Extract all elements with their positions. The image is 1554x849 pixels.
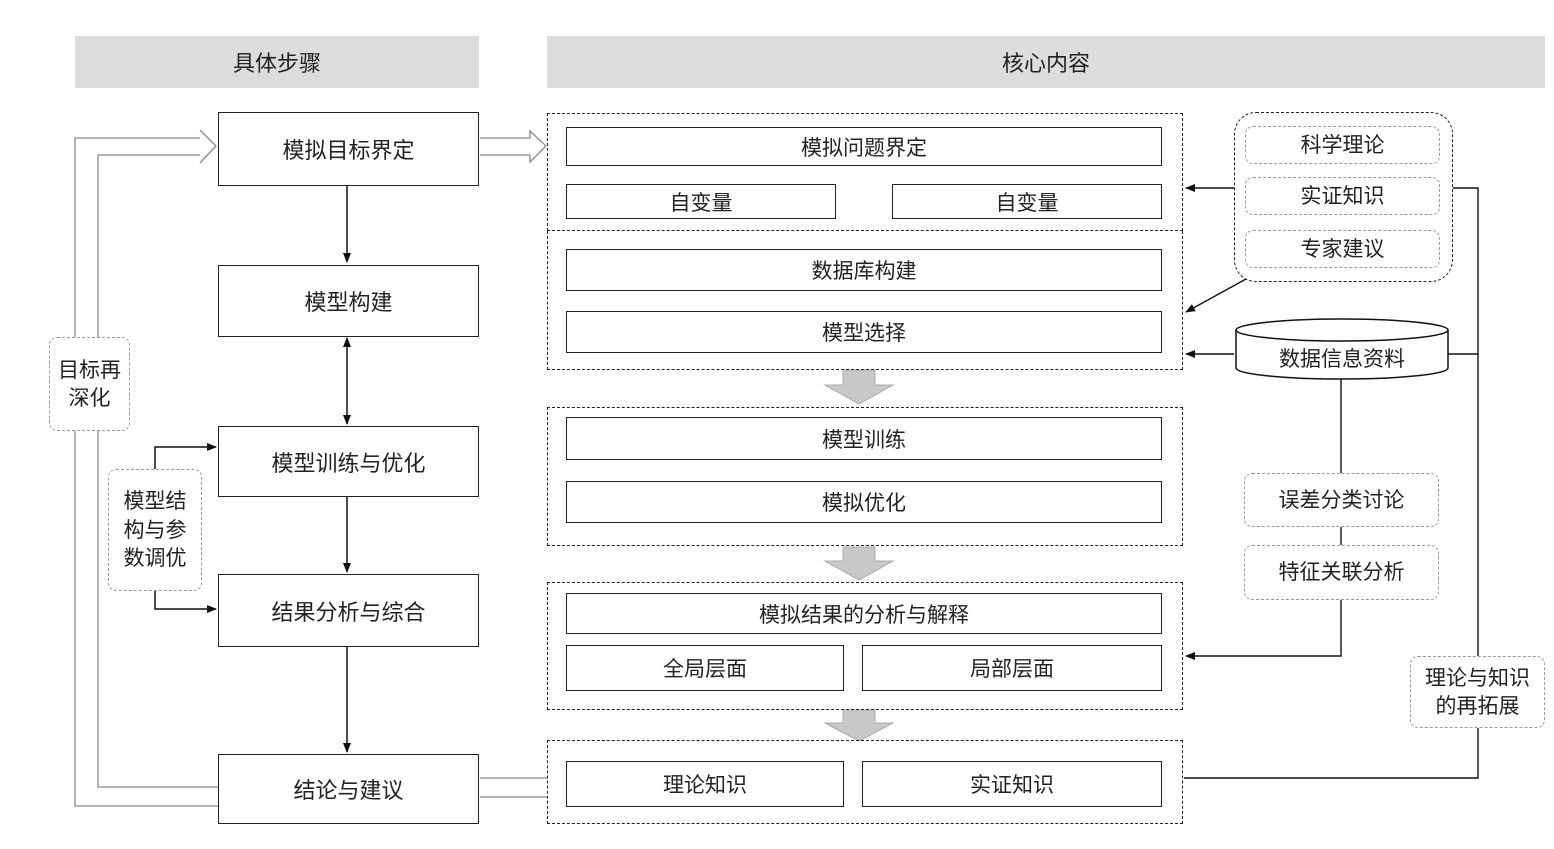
group-analysis (547, 582, 1183, 710)
link-knowledge-extension (1453, 187, 1479, 656)
box-simulation-optimization: 模拟优化 (566, 481, 1162, 523)
box-model-training: 模型训练 (566, 417, 1162, 460)
hollow-arrow-step1-content (480, 129, 547, 164)
extension-line2: 的再拓展 (1435, 694, 1520, 718)
header-steps: 具体步骤 (75, 36, 479, 88)
header-content: 核心内容 (547, 36, 1545, 88)
group-definition (547, 113, 1183, 231)
data-info-label: 数据信息资料 (1279, 347, 1405, 371)
box-global-level: 全局层面 (566, 645, 844, 691)
box-variable-right: 自变量 (892, 184, 1162, 219)
knowledge-expert-advice: 专家建议 (1245, 230, 1440, 268)
goal-refine-line2: 深化 (68, 386, 111, 410)
tuning-label: 模型结 构与参 数调优 (108, 469, 202, 591)
box-problem-definition: 模拟问题界定 (566, 127, 1162, 166)
knowledge-empirical: 实证知识 (1245, 177, 1440, 215)
link-extension-conclusion (1184, 728, 1479, 779)
group-construction (547, 231, 1183, 370)
knowledge-extension-box: 理论与知识 的再拓展 (1410, 656, 1545, 728)
database-cylinder-icon (1235, 318, 1449, 380)
loop-inner (97, 154, 218, 788)
arrow-knowledge-to-database (1185, 278, 1247, 313)
down-arrow-2 (823, 546, 895, 581)
box-database-building: 数据库构建 (566, 249, 1162, 291)
loop-outer (74, 137, 218, 807)
loop-arrowhead (199, 129, 217, 164)
error-classification-box: 误差分类讨论 (1244, 473, 1439, 527)
tuning-line3: 数调优 (123, 546, 187, 571)
feature-correlation-box: 特征关联分析 (1244, 545, 1439, 600)
box-variable-left: 自变量 (566, 184, 836, 219)
box-local-level: 局部层面 (862, 645, 1162, 691)
step-goal-definition: 模拟目标界定 (218, 112, 479, 186)
tuning-line1: 模型结 (123, 489, 187, 514)
arrow-feature-to-analysis (1185, 600, 1342, 660)
knowledge-science-theory: 科学理论 (1245, 126, 1440, 164)
down-arrow-3 (824, 709, 894, 742)
box-model-selection: 模型选择 (566, 311, 1162, 353)
tuning-line2: 构与参 (123, 517, 187, 542)
arrow-tuning-to-step4 (154, 590, 217, 613)
group-conclusion (547, 740, 1183, 824)
step-training-optimization: 模型训练与优化 (218, 426, 479, 497)
box-theory-knowledge: 理论知识 (566, 761, 844, 807)
step-result-analysis: 结果分析与综合 (218, 574, 479, 647)
group-training (547, 407, 1183, 546)
down-arrow-1 (823, 369, 895, 405)
box-empirical-knowledge: 实证知识 (862, 761, 1162, 807)
goal-refine-label: 目标再 深化 (49, 337, 130, 431)
arrow-tuning-to-step3 (154, 443, 217, 470)
knowledge-group (1234, 112, 1453, 282)
extension-line1: 理论与知识 (1425, 665, 1530, 690)
step-conclusion: 结论与建议 (218, 754, 479, 824)
goal-refine-line1: 目标再 (58, 357, 121, 382)
step-model-building: 模型构建 (218, 265, 479, 337)
box-result-interpretation: 模拟结果的分析与解释 (566, 593, 1162, 634)
